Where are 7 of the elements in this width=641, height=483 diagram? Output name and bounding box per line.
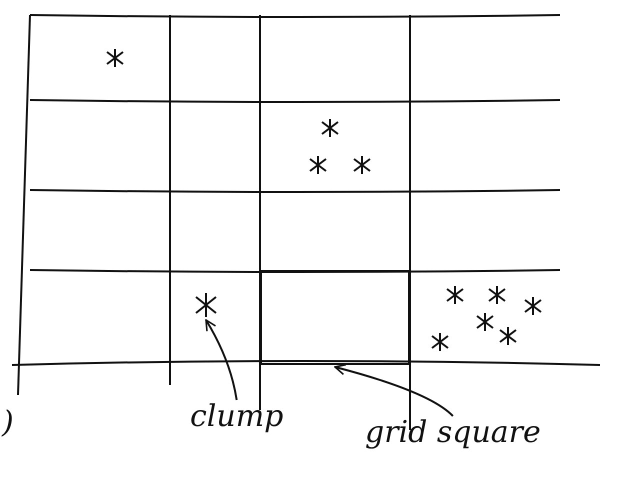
arrow <box>334 364 454 417</box>
handwritten-mark: ) <box>2 408 14 438</box>
grid-square <box>260 270 410 365</box>
handwritten-label: grid square <box>365 418 541 448</box>
handwritten-label: clump <box>190 402 284 432</box>
asterisk-mark <box>193 292 219 318</box>
arrow <box>205 319 238 400</box>
